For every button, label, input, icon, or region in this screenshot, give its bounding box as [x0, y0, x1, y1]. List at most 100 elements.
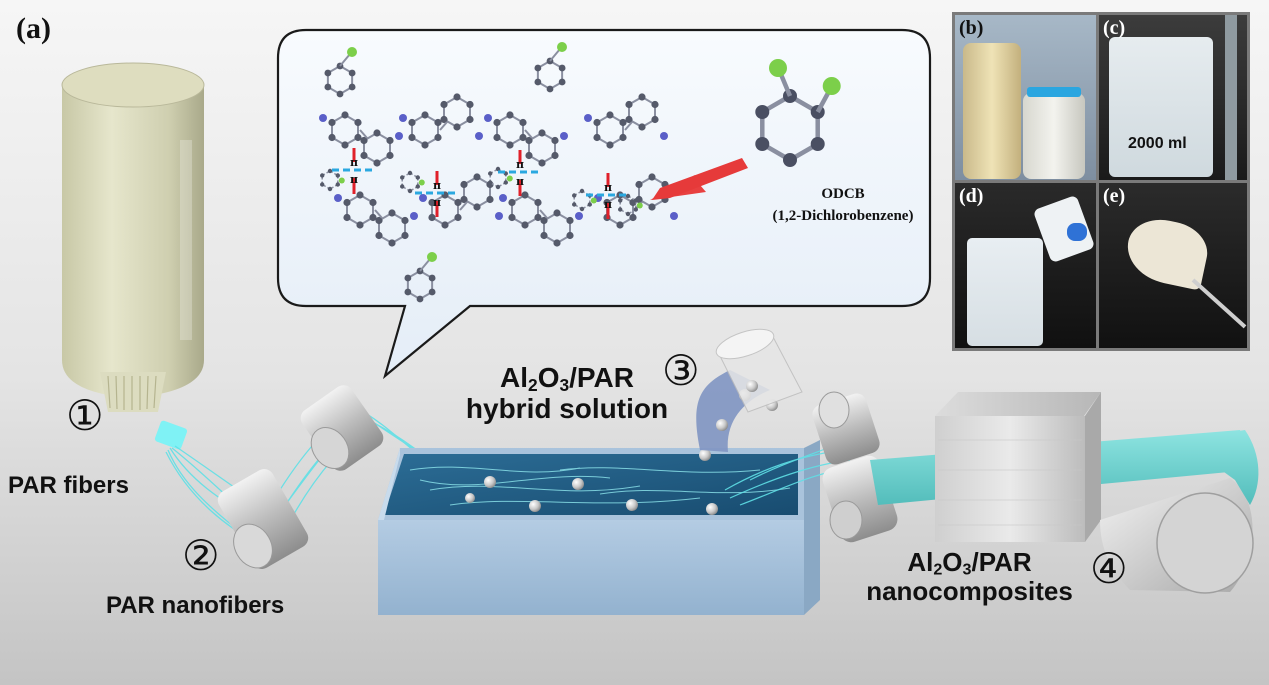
carbon-atom [343, 198, 351, 207]
carbon-atom [453, 123, 461, 131]
carbon-atom [625, 115, 633, 124]
left-roller-lower [217, 469, 309, 569]
pi-symbol: π [604, 198, 612, 211]
carbon-atom [324, 69, 332, 77]
bond [339, 53, 351, 67]
panel-label: (a) [16, 12, 51, 45]
carbon-atom [519, 118, 527, 127]
carbon-atom [460, 180, 468, 189]
carbon-atom [328, 118, 336, 127]
volume-marking: 2000 ml [1128, 135, 1187, 152]
carbon-atom [625, 211, 631, 217]
pi-symbol: π [516, 175, 524, 188]
carbon-atom [473, 173, 481, 181]
carbon-atom [572, 202, 577, 207]
carbon-atom [495, 166, 501, 172]
carbon-atom [648, 203, 656, 211]
nitrogen-atom [395, 132, 403, 140]
carbon-atom [606, 111, 614, 119]
label-nanocomposites: Al2O3/PAR nanocomposites [862, 547, 1077, 606]
glove [1067, 223, 1087, 241]
carbon-atom [408, 118, 416, 127]
photo-d: (d) [955, 183, 1096, 348]
carbon-atom [587, 202, 592, 207]
label-par-fibers: PAR fibers [8, 472, 129, 499]
hybrid-al: Al [500, 362, 529, 393]
chlorine-atom [338, 177, 345, 184]
nitrogen-atom [475, 132, 483, 140]
label-hybrid-solution: Al2O3/PAR hybrid solution [452, 362, 682, 425]
beaker-solution [967, 238, 1043, 346]
tweezers [1191, 278, 1247, 329]
carbon-atom [625, 193, 631, 199]
label-par-nanofibers: PAR nanofibers [106, 592, 285, 619]
comp-sub-3: 3 [962, 560, 972, 579]
carbon-atom [558, 64, 566, 72]
pi-symbol: π [433, 179, 441, 192]
carbon-atom [579, 188, 585, 194]
molecule-full-name: (1,2-Dichlorobenzene) [772, 208, 914, 224]
carbon-atom [400, 184, 405, 189]
photo-label-d: (d) [959, 185, 984, 207]
carbon-atom [503, 180, 508, 185]
carbon-atom [551, 136, 559, 145]
nitrogen-atom [419, 194, 427, 202]
carbon-atom [341, 141, 349, 149]
carbon-atom [540, 231, 548, 240]
photo-e: (e) [1099, 183, 1247, 348]
carbon-atom [466, 100, 474, 109]
comp-par: /PAR [971, 547, 1032, 577]
carbon-atom [558, 78, 566, 86]
photo-label-c: (c) [1103, 17, 1126, 39]
bond [374, 209, 383, 219]
carbon-atom [356, 221, 364, 229]
carbon-atom [407, 170, 413, 176]
carbon-atom [619, 133, 627, 142]
pi-symbol: π [604, 181, 612, 194]
carbon-atom [354, 133, 362, 142]
carbon-atom [593, 133, 601, 142]
carbon-atom [327, 168, 333, 174]
chlorine-atom [636, 202, 643, 209]
carbon-atom [546, 85, 554, 93]
carbon-atom [328, 133, 336, 142]
carbon-atom [454, 198, 462, 207]
carbon-atom [755, 137, 770, 151]
carbon-atom [356, 191, 364, 199]
carbon-atom [441, 221, 449, 229]
carbon-atom [415, 175, 420, 180]
nitrogen-atom [495, 212, 503, 220]
photo-label-e: (e) [1103, 185, 1126, 207]
carbon-atom [616, 221, 624, 229]
carbon-atom [428, 198, 436, 207]
hot-press [935, 392, 1101, 542]
carbon-atom [343, 213, 351, 222]
carbon-atom [566, 216, 574, 225]
carbon-atom [593, 118, 601, 127]
carbon-atom [428, 288, 436, 296]
carbon-atom [369, 198, 377, 207]
carbon-atom [755, 105, 770, 119]
photo-label-b: (b) [959, 17, 984, 39]
carbon-atom [400, 175, 405, 180]
chlorine-atom [557, 42, 567, 52]
carbon-atom [508, 213, 516, 222]
right-roller-upper [812, 391, 880, 465]
carbon-atom [618, 198, 623, 203]
pi-symbol: π [433, 196, 441, 209]
carbon-atom [538, 159, 546, 167]
carbon-atom [460, 195, 468, 204]
nitrogen-atom [575, 212, 583, 220]
carbon-atom [495, 184, 501, 190]
carbon-atom [454, 213, 462, 222]
carbon-atom [506, 141, 514, 149]
carbon-atom [386, 136, 394, 145]
carbon-atom [373, 129, 381, 137]
hybrid-sub-3: 3 [559, 374, 570, 395]
carbon-atom [388, 239, 396, 247]
composite-film-sample [1121, 213, 1213, 291]
carbon-atom [386, 151, 394, 160]
fiber-spool [61, 62, 205, 450]
bobbin-cap [1027, 87, 1081, 97]
